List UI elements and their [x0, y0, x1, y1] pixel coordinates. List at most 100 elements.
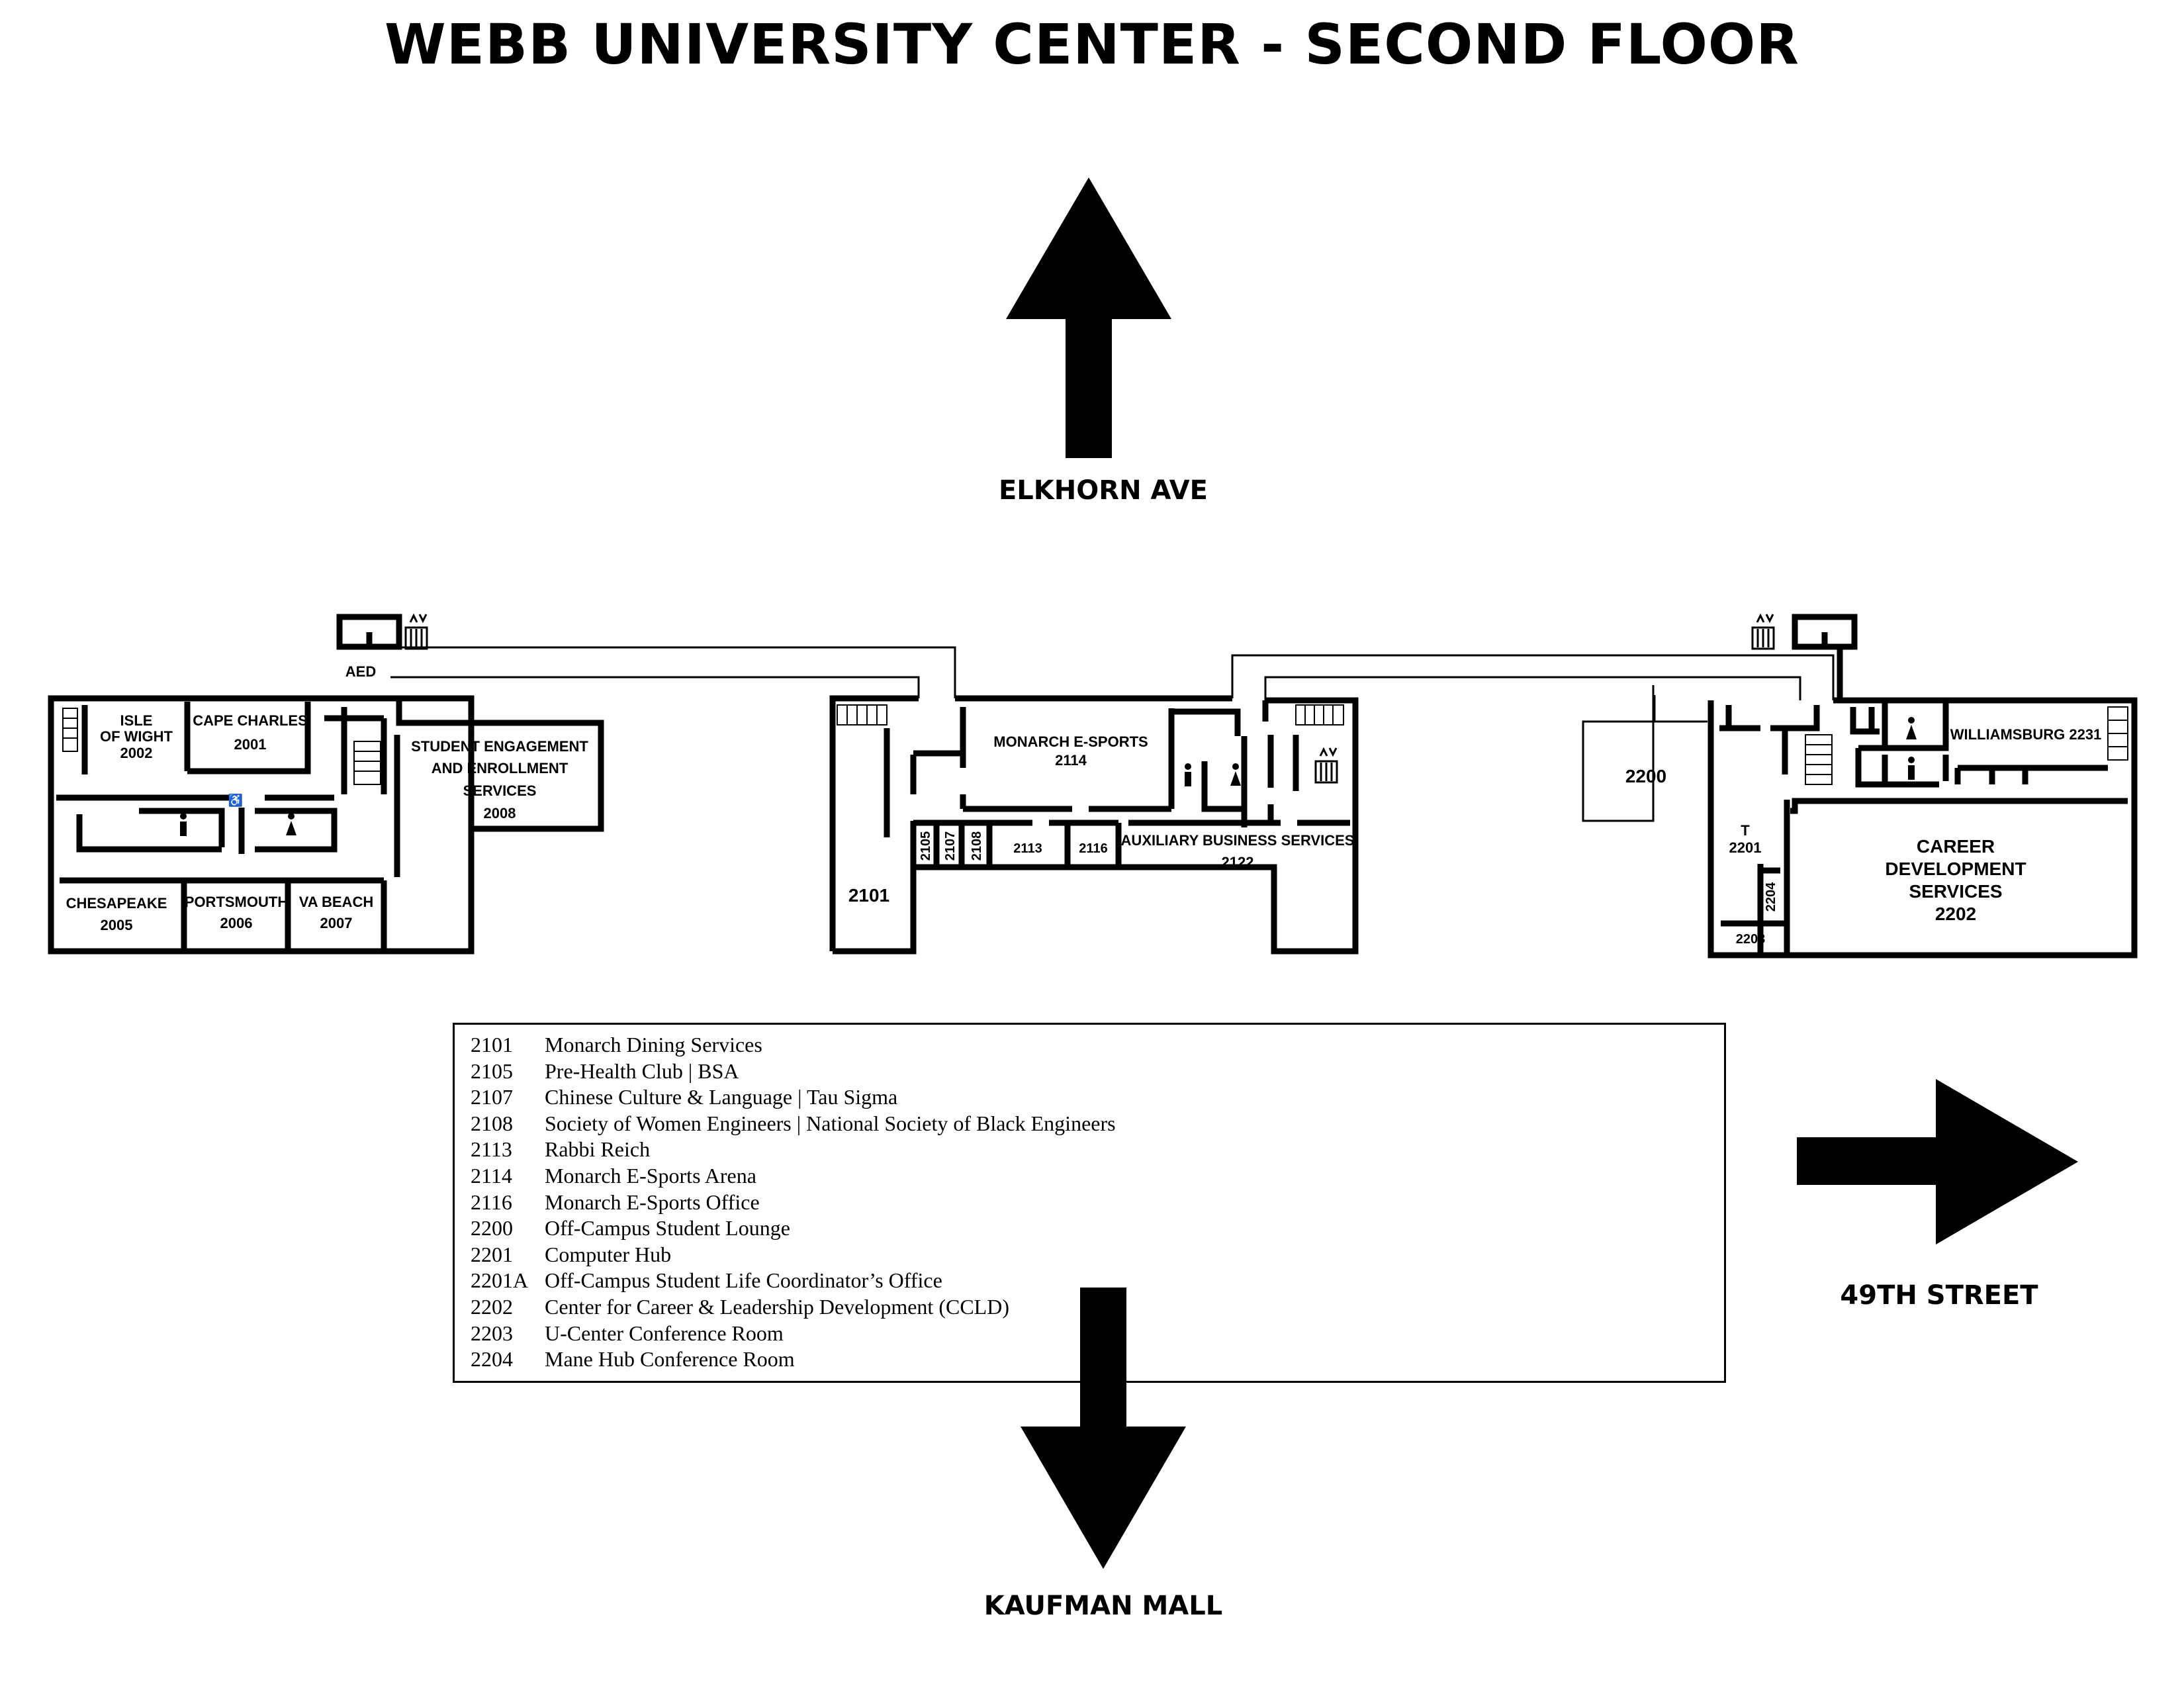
skybridge-lines	[355, 646, 1835, 822]
legend-room-number: 2203	[471, 1321, 513, 1345]
room-label: AUXILIARY BUSINESS SERVICES	[1121, 832, 1355, 849]
restroom-man-icon	[1185, 763, 1191, 786]
street-label-south: KAUFMAN MALL	[983, 1591, 1223, 1621]
legend-room-number: 2202	[471, 1295, 513, 1319]
accessible-icon: ♿	[228, 793, 243, 807]
legend-row: 2116 Monarch E-Sports Office	[471, 1190, 760, 1215]
room-label: OF WIGHT	[100, 728, 173, 745]
room-label: STUDENT ENGAGEMENT	[411, 738, 588, 755]
center-wing-walls	[829, 695, 1359, 955]
computer-hub-marker: T	[1741, 822, 1750, 839]
legend-room-number: 2114	[471, 1164, 512, 1188]
legend-room-number: 2204	[471, 1347, 513, 1372]
room-number: 2007	[320, 915, 353, 931]
room-number: 2105	[919, 831, 933, 861]
room-number: 2122	[1222, 854, 1254, 870]
legend-row: 2201 Computer Hub	[471, 1243, 671, 1267]
legend-room-name: Off-Campus Student Lounge	[545, 1216, 790, 1241]
legend-row: 2107 Chinese Culture & Language | Tau Sig…	[471, 1085, 897, 1109]
legend-room-name: Society of Women Engineers | National So…	[545, 1111, 1116, 1135]
legend-room-number: 2107	[471, 1085, 513, 1109]
room-number: 2113	[1013, 841, 1042, 856]
legend-row: 2101 Monarch Dining Services	[471, 1033, 762, 1057]
legend-room-name: Computer Hub	[545, 1242, 672, 1266]
room-label: SERVICES	[463, 782, 537, 799]
stairs-icon	[837, 704, 1344, 726]
restroom-woman-icon	[286, 813, 296, 835]
room-number: 2200	[1625, 766, 1666, 786]
room-label: CHESAPEAKE	[66, 895, 167, 912]
legend-room-number: 2105	[471, 1058, 513, 1083]
stairs-icon	[62, 708, 381, 785]
legend-room-name: Rabbi Reich	[545, 1137, 651, 1162]
room-number: 2001	[234, 736, 267, 753]
east-arrow-icon	[1797, 1079, 2078, 1244]
legend-room-number: 2201	[471, 1242, 513, 1266]
room-label: SERVICES	[1909, 881, 2002, 902]
north-arrow-icon	[1006, 177, 1171, 458]
legend-row: 2202 Center for Career & Leadership Devel…	[471, 1295, 1009, 1319]
south-arrow-icon	[1021, 1288, 1186, 1569]
room-legend: 2101 Monarch Dining Services 2105 Pre-Healt…	[453, 1023, 1726, 1383]
legend-room-number: 2200	[471, 1216, 513, 1241]
stairs-icon	[1805, 706, 2128, 785]
room-number: 2204	[1764, 882, 1778, 912]
elevator-icon	[1751, 613, 1775, 650]
room-number: 2002	[120, 745, 153, 761]
room-number: 2201	[1729, 839, 1762, 856]
legend-row: 2105 Pre-Health Club | BSA	[471, 1059, 739, 1084]
legend-row: 2203 U-Center Conference Room	[471, 1321, 784, 1346]
legend-room-name: Monarch E-Sports Arena	[545, 1164, 756, 1188]
room-label: WILLIAMSBURG 2231	[1950, 726, 2102, 743]
room-label: MONARCH E-SPORTS	[993, 733, 1148, 750]
room-label: VA BEACH	[299, 894, 373, 910]
legend-room-number: 2108	[471, 1111, 513, 1135]
room-number: 2114	[1055, 752, 1087, 769]
legend-room-name: Off-Campus Student Life Coordinator’s Of…	[545, 1268, 942, 1293]
elevator-icon	[404, 613, 428, 650]
legend-room-name: U-Center Conference Room	[545, 1321, 784, 1345]
legend-room-name: Mane Hub Conference Room	[545, 1347, 795, 1372]
legend-row: 2201A Off-Campus Student Life Coordinator…	[471, 1268, 942, 1293]
left-wing-walls	[48, 614, 604, 955]
legend-row: 2200 Off-Campus Student Lounge	[471, 1216, 790, 1241]
legend-room-name: Chinese Culture & Language | Tau Sigma	[545, 1085, 898, 1109]
room-label: DEVELOPMENT	[1885, 859, 2026, 879]
room-label: PORTSMOUTH	[185, 894, 288, 910]
street-label-east: 49TH STREET	[1840, 1280, 2038, 1311]
room-label: AND ENROLLMENT	[432, 760, 569, 776]
room-number: 2116	[1079, 841, 1107, 856]
page-title: WEBB UNIVERSITY CENTER - SECOND FLOOR	[385, 12, 1799, 77]
room-number: 2108	[970, 831, 984, 861]
restroom-man-icon	[1908, 757, 1915, 780]
legend-room-number: 2116	[471, 1190, 512, 1214]
legend-room-number: 2201A	[471, 1268, 529, 1293]
legend-row: 2204 Mane Hub Conference Room	[471, 1347, 795, 1372]
legend-row: 2113 Rabbi Reich	[471, 1137, 650, 1162]
legend-room-name: Monarch Dining Services	[545, 1033, 762, 1056]
room-number: 2005	[101, 917, 133, 933]
street-label-north: ELKHORN AVE	[998, 475, 1208, 506]
legend-room-number: 2113	[471, 1137, 512, 1162]
legend-room-name: Monarch E-Sports Office	[545, 1190, 760, 1214]
room-label: ISLE	[120, 712, 153, 729]
room-number: 2008	[484, 805, 516, 821]
room-number: 2101	[848, 885, 889, 906]
aed-label: AED	[345, 663, 376, 680]
room-number: 2203	[1736, 932, 1766, 947]
room-number: 2107	[943, 831, 958, 861]
legend-room-name: Pre-Health Club | BSA	[545, 1058, 739, 1083]
legend-room-number: 2101	[471, 1033, 513, 1056]
restroom-woman-icon	[1906, 717, 1917, 739]
room-label: CAREER	[1917, 836, 1995, 857]
legend-row: 2114 Monarch E-Sports Arena	[471, 1164, 756, 1188]
room-number: 2202	[1935, 904, 1976, 924]
elevator-icon	[1314, 747, 1338, 784]
legend-room-name: Center for Career & Leadership Developme…	[545, 1295, 1009, 1319]
restroom-woman-icon	[1230, 763, 1241, 786]
restroom-man-icon	[180, 813, 187, 836]
legend-row: 2108 Society of Women Engineers | Nationa…	[471, 1111, 1116, 1136]
room-number: 2006	[220, 915, 253, 931]
right-wing-walls	[1707, 614, 2138, 959]
